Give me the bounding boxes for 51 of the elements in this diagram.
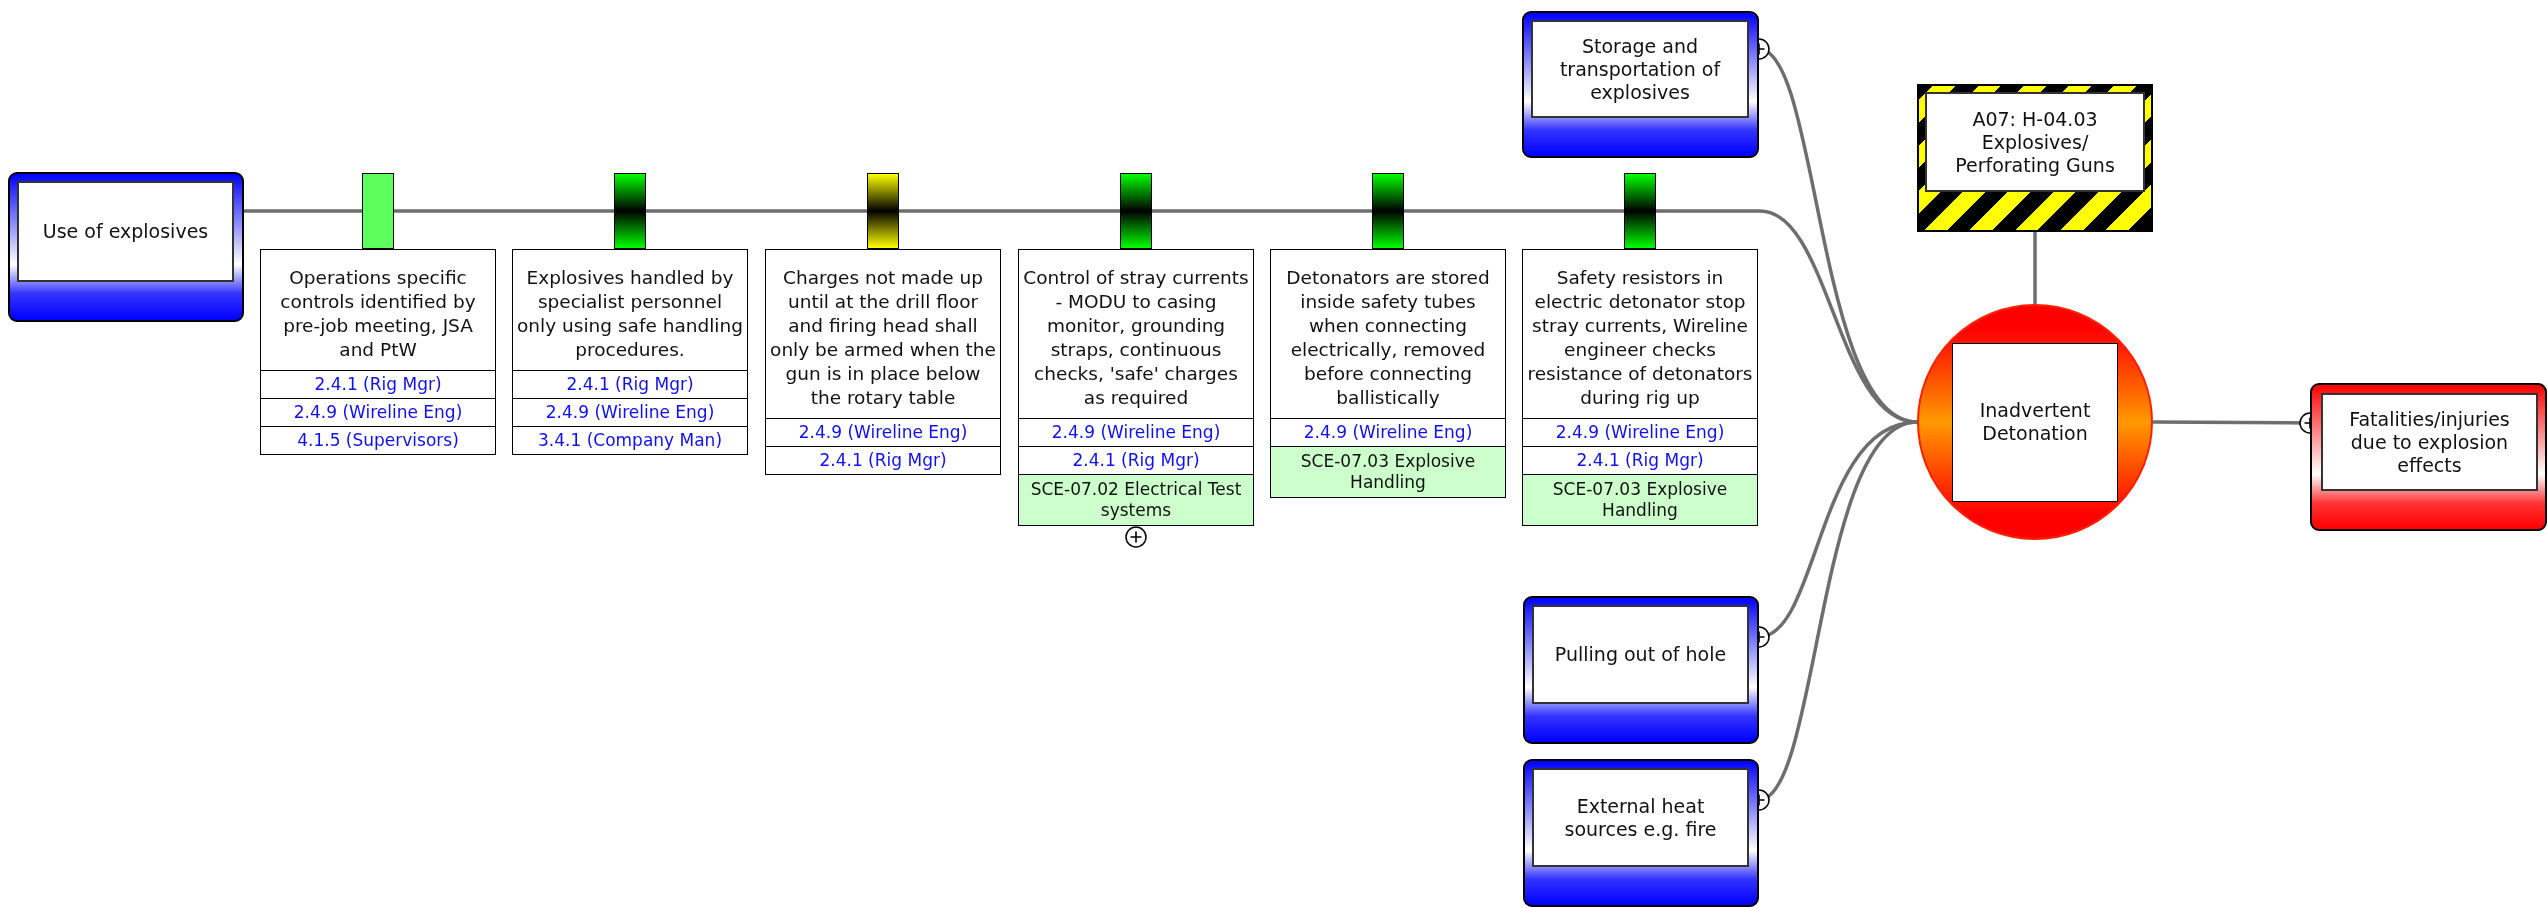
threat-box [1523,596,1759,744]
threat-text: Pulling out of hole [1532,605,1749,704]
barrier-description: Control of stray currents - MODU to casing monitor, grounding straps, continuous checks, 'safe' charges as required [1022,266,1250,410]
responsibility-reference: 2.4.9 (Wireline Eng) [1523,418,1757,446]
barrier-description: Operations specific controls identified by pre-job meeting, JSA and PtW [279,266,477,362]
barrier-box [260,249,496,455]
responsibility-reference: 2.4.9 (Wireline Eng) [261,398,495,426]
barrier-description: Safety resistors in electric detonator stop stray currents, Wireline engineer checks resistance of detonators during rig up [1526,266,1754,410]
barrier-box [1018,249,1254,526]
barrier-indicator [614,173,646,249]
hazard-sign [1917,84,2153,232]
barrier-indicator [1624,173,1656,249]
connector-line [646,209,867,213]
hazard-text: A07: H-04.03 Explosives/ Perforating Guns [1925,92,2145,192]
barrier-box [512,249,748,455]
barrier-description: Charges not made up until at the drill floor and firing head shall only be armed when the gun is in place below the rotary table [769,266,997,410]
connector-line [394,209,614,213]
connector-line [1404,209,1624,213]
threat-box [8,172,244,322]
responsibility-reference: 2.4.1 (Rig Mgr) [261,370,495,398]
responsibility-reference: 3.4.1 (Company Man) [513,426,747,454]
safety-element-reference: SCE-07.03 Explosive Handling [1271,446,1505,497]
consequence-box [2310,383,2547,531]
barrier-box [1270,249,1506,498]
connector-line [1152,209,1372,213]
safety-element-reference: SCE-07.02 Electrical Test systems [1019,474,1253,525]
threat-box [1523,759,1759,907]
barrier-description: Explosives handled by specialist personnel only using safe handling procedures. [516,266,744,362]
responsibility-reference: 2.4.1 (Rig Mgr) [766,446,1000,474]
threat-text: Storage and transportation of explosives [1531,20,1749,118]
responsibility-reference: 2.4.9 (Wireline Eng) [1019,418,1253,446]
responsibility-reference: 4.1.5 (Supervisors) [261,426,495,454]
safety-element-reference: SCE-07.03 Explosive Handling [1523,474,1757,525]
connector-line [899,209,1120,213]
top-event-text: Inadvertent Detonation [1952,342,2118,502]
threat-text: Use of explosives [17,181,234,282]
connector-line [244,209,362,213]
barrier-indicator [867,173,899,249]
threat-text: External heat sources e.g. fire [1532,768,1749,867]
responsibility-reference: 2.4.9 (Wireline Eng) [766,418,1000,446]
barrier-indicator [362,173,394,249]
barrier-box [765,249,1001,475]
barrier-box [1522,249,1758,526]
consequence-text: Fatalities/injuries due to explosion effects [2321,393,2538,491]
barrier-indicator [1120,173,1152,249]
barrier-indicator [1372,173,1404,249]
threat-box [1522,11,1759,158]
responsibility-reference: 2.4.1 (Rig Mgr) [513,370,747,398]
responsibility-reference: 2.4.9 (Wireline Eng) [513,398,747,426]
connector-line [2033,232,2037,304]
barrier-description: Detonators are stored inside safety tubes when connecting electrically, removed before connecting ballistically [1285,266,1491,410]
